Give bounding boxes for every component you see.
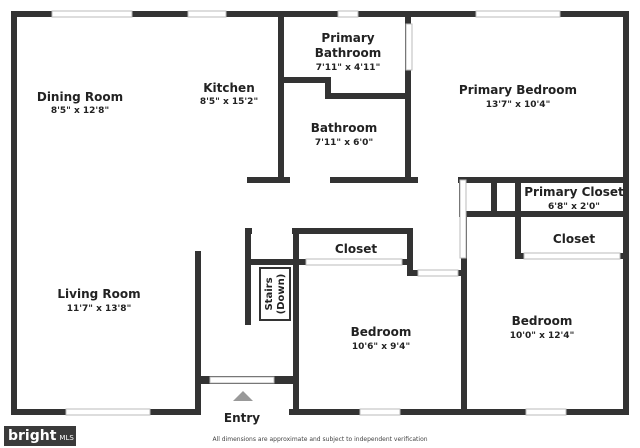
kitchen-label: Kitchen [203, 81, 255, 95]
logo-sub: MLS [59, 434, 74, 442]
windows [51, 10, 567, 416]
entry-label: Entry [224, 411, 260, 425]
entry-door [198, 376, 294, 401]
door-openings [252, 176, 620, 277]
stairs-box [259, 267, 291, 321]
primary-closet-label: Primary Closet [524, 185, 624, 199]
disclaimer-text: All dimensions are approximate and subje… [212, 436, 428, 443]
stairs-label-group: Stairs (Down) [264, 274, 287, 315]
primary-bedroom-label: Primary Bedroom [459, 83, 577, 97]
bathroom-dims: 7'11" x 6'0" [315, 138, 373, 148]
primary-bathroom-dims: 7'11" x 4'11" [316, 63, 381, 73]
living-room-label: Living Room [57, 287, 140, 301]
bedroom-center-label: Bedroom [351, 325, 412, 339]
closet-center-label: Closet [335, 242, 377, 256]
bathroom-label: Bathroom [311, 121, 377, 135]
door-outlines [305, 252, 621, 277]
dining-room-label: Dining Room [37, 90, 123, 104]
primary-bathroom-label-2: Bathroom [315, 46, 381, 60]
primary-bathroom-label-1: Primary [321, 31, 374, 45]
entry-arrow-icon [233, 391, 253, 401]
bedroom-center-dims: 10'6" x 9'4" [352, 342, 410, 352]
living-room-dims: 11'7" x 13'8" [67, 304, 132, 314]
bedroom-right-label: Bedroom [512, 314, 573, 328]
logo-text: bright [8, 428, 57, 444]
stairs-label: Stairs [264, 277, 275, 310]
primary-bedroom-dims: 13'7" x 10'4" [486, 100, 551, 110]
dining-room-dims: 8'5" x 12'8" [51, 106, 109, 116]
stairs-direction: (Down) [276, 274, 287, 315]
walls [11, 11, 629, 415]
primary-closet-dims: 6'8" x 2'0" [548, 202, 600, 212]
kitchen-dims: 8'5" x 15'2" [200, 97, 258, 107]
bedroom-right-dims: 10'0" x 12'4" [510, 331, 575, 341]
closet-right-label: Closet [553, 232, 595, 246]
